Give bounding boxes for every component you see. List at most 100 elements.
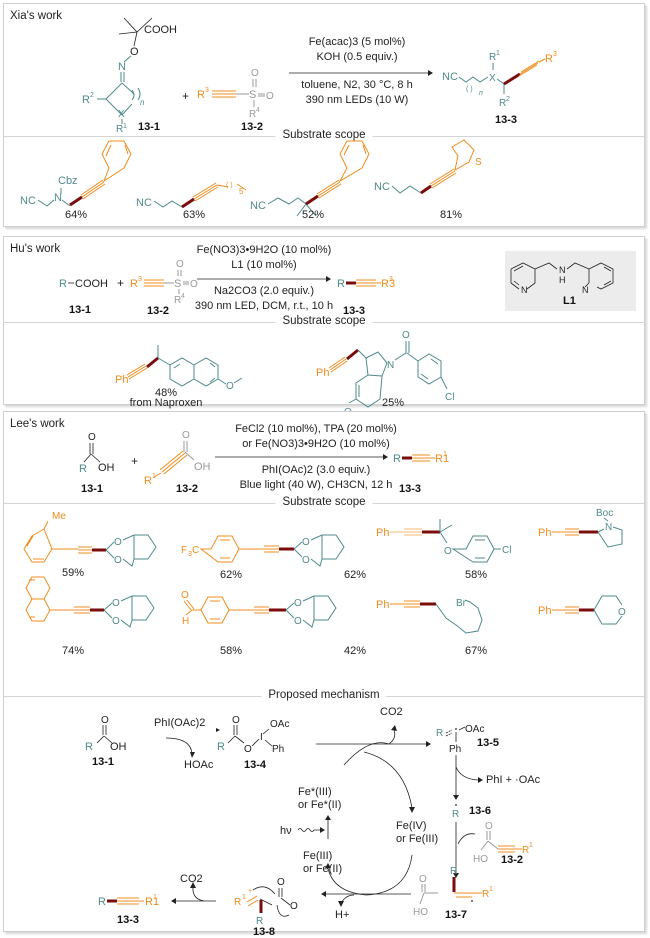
svg-text:Ph: Ph [376,527,389,539]
xia-title: Xia's work [10,10,63,22]
mech-label-13-3: 13-3 [117,914,140,926]
svg-text:O: O [101,715,109,726]
svg-text:O: O [176,259,184,270]
fe-ground-line1: Fe(III) [303,850,333,862]
svg-text:NC: NC [374,181,390,193]
svg-text:3: 3 [138,276,142,283]
svg-text:S: S [249,89,256,101]
hu-label-13-2: 13-2 [147,305,170,317]
mechanism-title: Proposed mechanism [261,689,387,701]
svg-text:R: R [234,897,241,908]
hu-reaction-arrow [197,276,331,282]
fe-excited-line2: or Fe*(II) [298,799,342,811]
ligand-l1-structure: N NH N [510,262,614,295]
mech-release-phi-oac: PhI + ·OAc [486,774,541,786]
svg-text:O: O [402,330,410,341]
hu-yield-1: 48% [154,387,178,399]
svg-text:S: S [475,157,482,168]
xia-scope-structures: NC N Cbz NC ( ) 5 NC N [20,139,482,217]
svg-text:X: X [118,109,125,120]
svg-text:R: R [545,53,553,65]
mech-byproduct-hoac: HOAc [184,759,214,771]
svg-text:R: R [489,52,496,63]
svg-text:R: R [116,124,123,135]
svg-text:OAc: OAc [465,724,484,735]
lee-scope-1: Me OO [23,511,157,567]
svg-text:N: N [54,192,62,204]
svg-text:I: I [260,732,263,743]
svg-text:N: N [605,522,612,533]
svg-text:O: O [181,590,189,601]
svg-text:3: 3 [188,551,192,558]
lee-title: Lee's work [10,418,65,430]
mech-label-13-1: 13-1 [92,756,115,768]
lee-label-13-1: 13-1 [81,483,104,495]
mech-13-4: O R O I OAc Ph [217,715,289,755]
svg-text:R3: R3 [381,278,395,290]
xia-plus: + [182,89,190,103]
mech-co2-bottom: CO2 [180,873,203,885]
svg-text:Br: Br [456,598,467,609]
lee-scope-7: Ph Br [376,598,483,634]
mech-label-13-5: 13-5 [477,737,500,749]
ligand-l1-label: L1 [563,295,576,307]
svg-text:R: R [436,728,443,739]
svg-text:1: 1 [153,894,157,901]
xia-base: KOH (0.5 equiv.) [316,50,398,63]
lee-yield-3: 62% [343,569,367,581]
svg-text:1: 1 [123,123,127,130]
lee-scope-divider: Substrate scope [4,496,644,510]
xia-yield-4: 81% [439,209,463,221]
lee-scope-6: O H OO [181,590,337,628]
svg-text:NC: NC [442,71,458,83]
svg-text:Boc: Boc [596,508,613,519]
xia-label-13-1: 13-1 [138,121,161,133]
svg-text:HO: HO [473,854,488,865]
lee-yield-6: 58% [219,645,243,657]
xia-scope-2: NC ( ) 5 [136,182,247,209]
lee-product-13-3: R R11 [393,451,449,465]
svg-text:Cl: Cl [502,545,511,556]
svg-text:Ph: Ph [115,374,128,386]
fe-high-line1: Fe(IV) [396,820,427,832]
svg-text:N: N [387,360,394,371]
svg-text:O: O [244,744,252,755]
xia-catalyst: Fe(acac)3 (5 mol%) [308,36,406,48]
svg-text:O: O [226,381,234,392]
svg-text:R1: R1 [435,453,449,465]
mech-fe-high: Fe(IV) or Fe(III) [396,820,438,846]
svg-text:R: R [452,809,459,820]
hu-conditions-above: Fe(NO3)3•9H2O (10 mol%) L1 (10 mol%) [194,243,334,272]
mech-13-3: R R11 [98,894,159,908]
mechanism-divider: Proposed mechanism [4,689,644,703]
svg-text:R: R [130,278,138,290]
svg-text:O: O [112,598,120,609]
xia-yield-1: 64% [64,209,88,221]
svg-text:n: n [140,98,145,107]
svg-text:Ph: Ph [376,599,389,611]
xia-conditions-below: toluene, N2, 30 °C, 8 h 390 nm LEDs (10 … [287,78,427,107]
svg-text:n: n [479,90,483,97]
svg-text:O: O [114,555,122,566]
svg-text:O: O [302,555,310,566]
lee-plus: + [131,454,139,468]
svg-text:R: R [522,845,529,856]
svg-text:R: R [98,896,106,908]
svg-text:R: R [450,866,457,877]
cooh-label: COOH [144,24,177,36]
lee-catalyst-1: FeCl2 (10 mol%), TPA (20 mol%) [235,423,397,435]
hu-scope-title: Substrate scope [275,315,373,327]
svg-text:5: 5 [239,187,244,196]
lee-scope-8: Ph O [538,595,626,625]
svg-text:Me: Me [52,511,66,522]
svg-text:O: O [112,616,120,627]
xia-label-13-3: 13-3 [495,114,518,126]
mech-label-13-4: 13-4 [244,759,267,771]
lee-reactant-13-1: O R OH [79,432,115,475]
